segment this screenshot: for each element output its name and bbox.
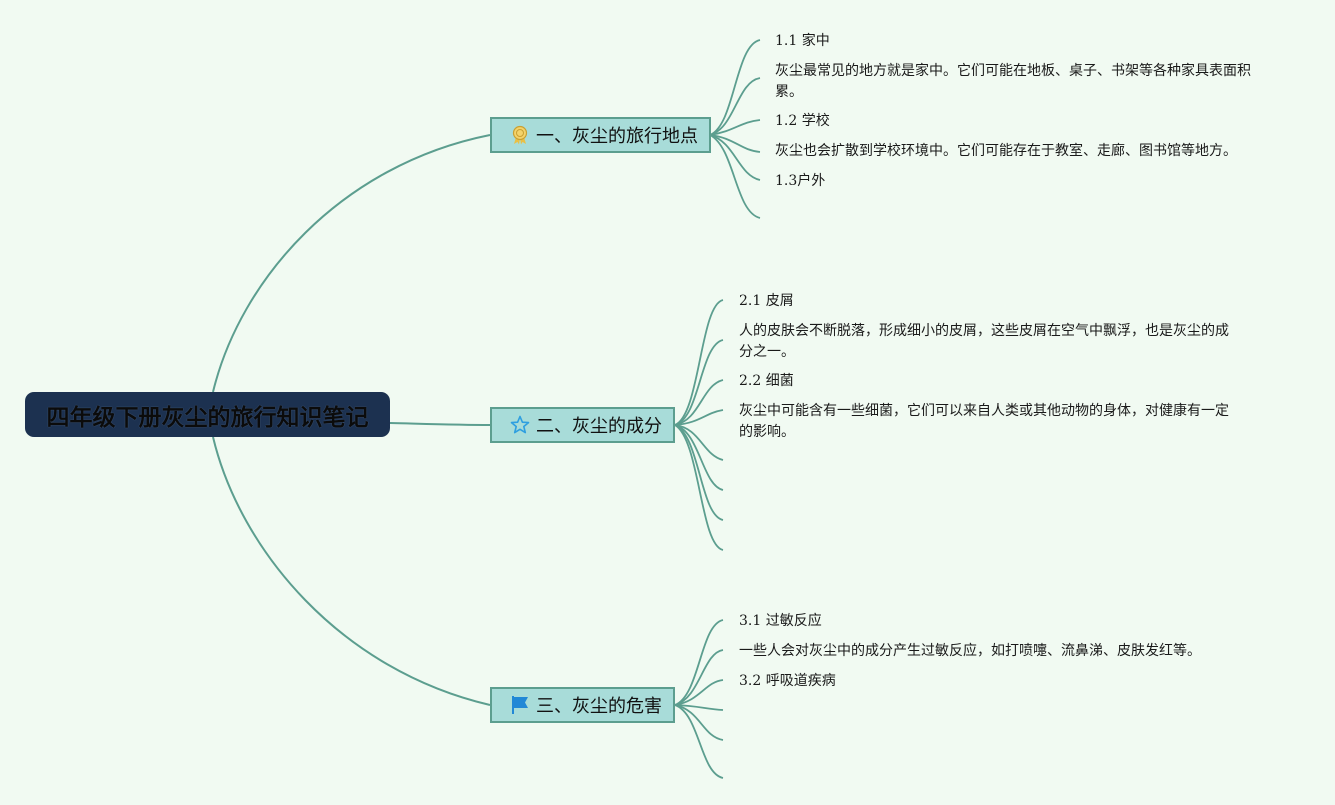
leaf-3-1[interactable]: 3.1 过敏反应 bbox=[739, 613, 822, 629]
root-title: 四年级下册灰尘的旅行知识笔记 bbox=[46, 404, 369, 431]
edge-root-branch-1 bbox=[212, 134, 491, 393]
flag-icon bbox=[510, 695, 530, 715]
leaf-2-1[interactable]: 2.1 皮屑 bbox=[739, 293, 794, 309]
leaf-1-1[interactable]: 1.1 家中 bbox=[775, 33, 830, 49]
award-ribbon-icon bbox=[510, 125, 530, 145]
leaf-1-2[interactable]: 1.2 学校 bbox=[775, 113, 830, 129]
branch-travel-locations[interactable]: 一、灰尘的旅行地点 bbox=[490, 117, 711, 153]
leaf-1-1-desc[interactable]: 灰尘最常见的地方就是家中。它们可能在地板、桌子、书架等各种家具表面积累。 bbox=[775, 63, 1251, 100]
leaf-2-2[interactable]: 2.2 细菌 bbox=[739, 373, 794, 389]
leaf-2-2-desc[interactable]: 灰尘中可能含有一些细菌，它们可以来自人类或其他动物的身体，对健康有一定的影响。 bbox=[739, 403, 1229, 440]
leaf-2-1-desc[interactable]: 人的皮肤会不断脱落，形成细小的皮屑，这些皮屑在空气中飘浮，也是灰尘的成分之一。 bbox=[739, 323, 1229, 360]
edges-branch-1 bbox=[709, 39, 761, 219]
leaf-3-2[interactable]: 3.2 呼吸道疾病 bbox=[739, 673, 836, 689]
branch-label: 一、灰尘的旅行地点 bbox=[536, 126, 698, 147]
branch-dust-hazards[interactable]: 三、灰尘的危害 bbox=[490, 687, 675, 723]
branch-label: 三、灰尘的危害 bbox=[536, 696, 662, 717]
edge-root-branch-2 bbox=[389, 422, 491, 426]
edge-root-branch-3 bbox=[212, 436, 491, 706]
branch-label: 二、灰尘的成分 bbox=[536, 416, 662, 437]
branch-dust-composition[interactable]: 二、灰尘的成分 bbox=[490, 407, 675, 443]
leaf-1-2-desc[interactable]: 灰尘也会扩散到学校环境中。它们可能存在于教室、走廊、图书馆等地方。 bbox=[775, 143, 1237, 159]
root-topic[interactable]: 四年级下册灰尘的旅行知识笔记 bbox=[25, 392, 390, 437]
leaf-1-3[interactable]: 1.3户外 bbox=[775, 173, 826, 189]
star-outline-icon bbox=[510, 415, 530, 435]
edges-branch-2 bbox=[674, 299, 724, 551]
leaf-3-1-desc[interactable]: 一些人会对灰尘中的成分产生过敏反应，如打喷嚏、流鼻涕、皮肤发红等。 bbox=[739, 643, 1201, 659]
edges-branch-3 bbox=[674, 619, 724, 779]
